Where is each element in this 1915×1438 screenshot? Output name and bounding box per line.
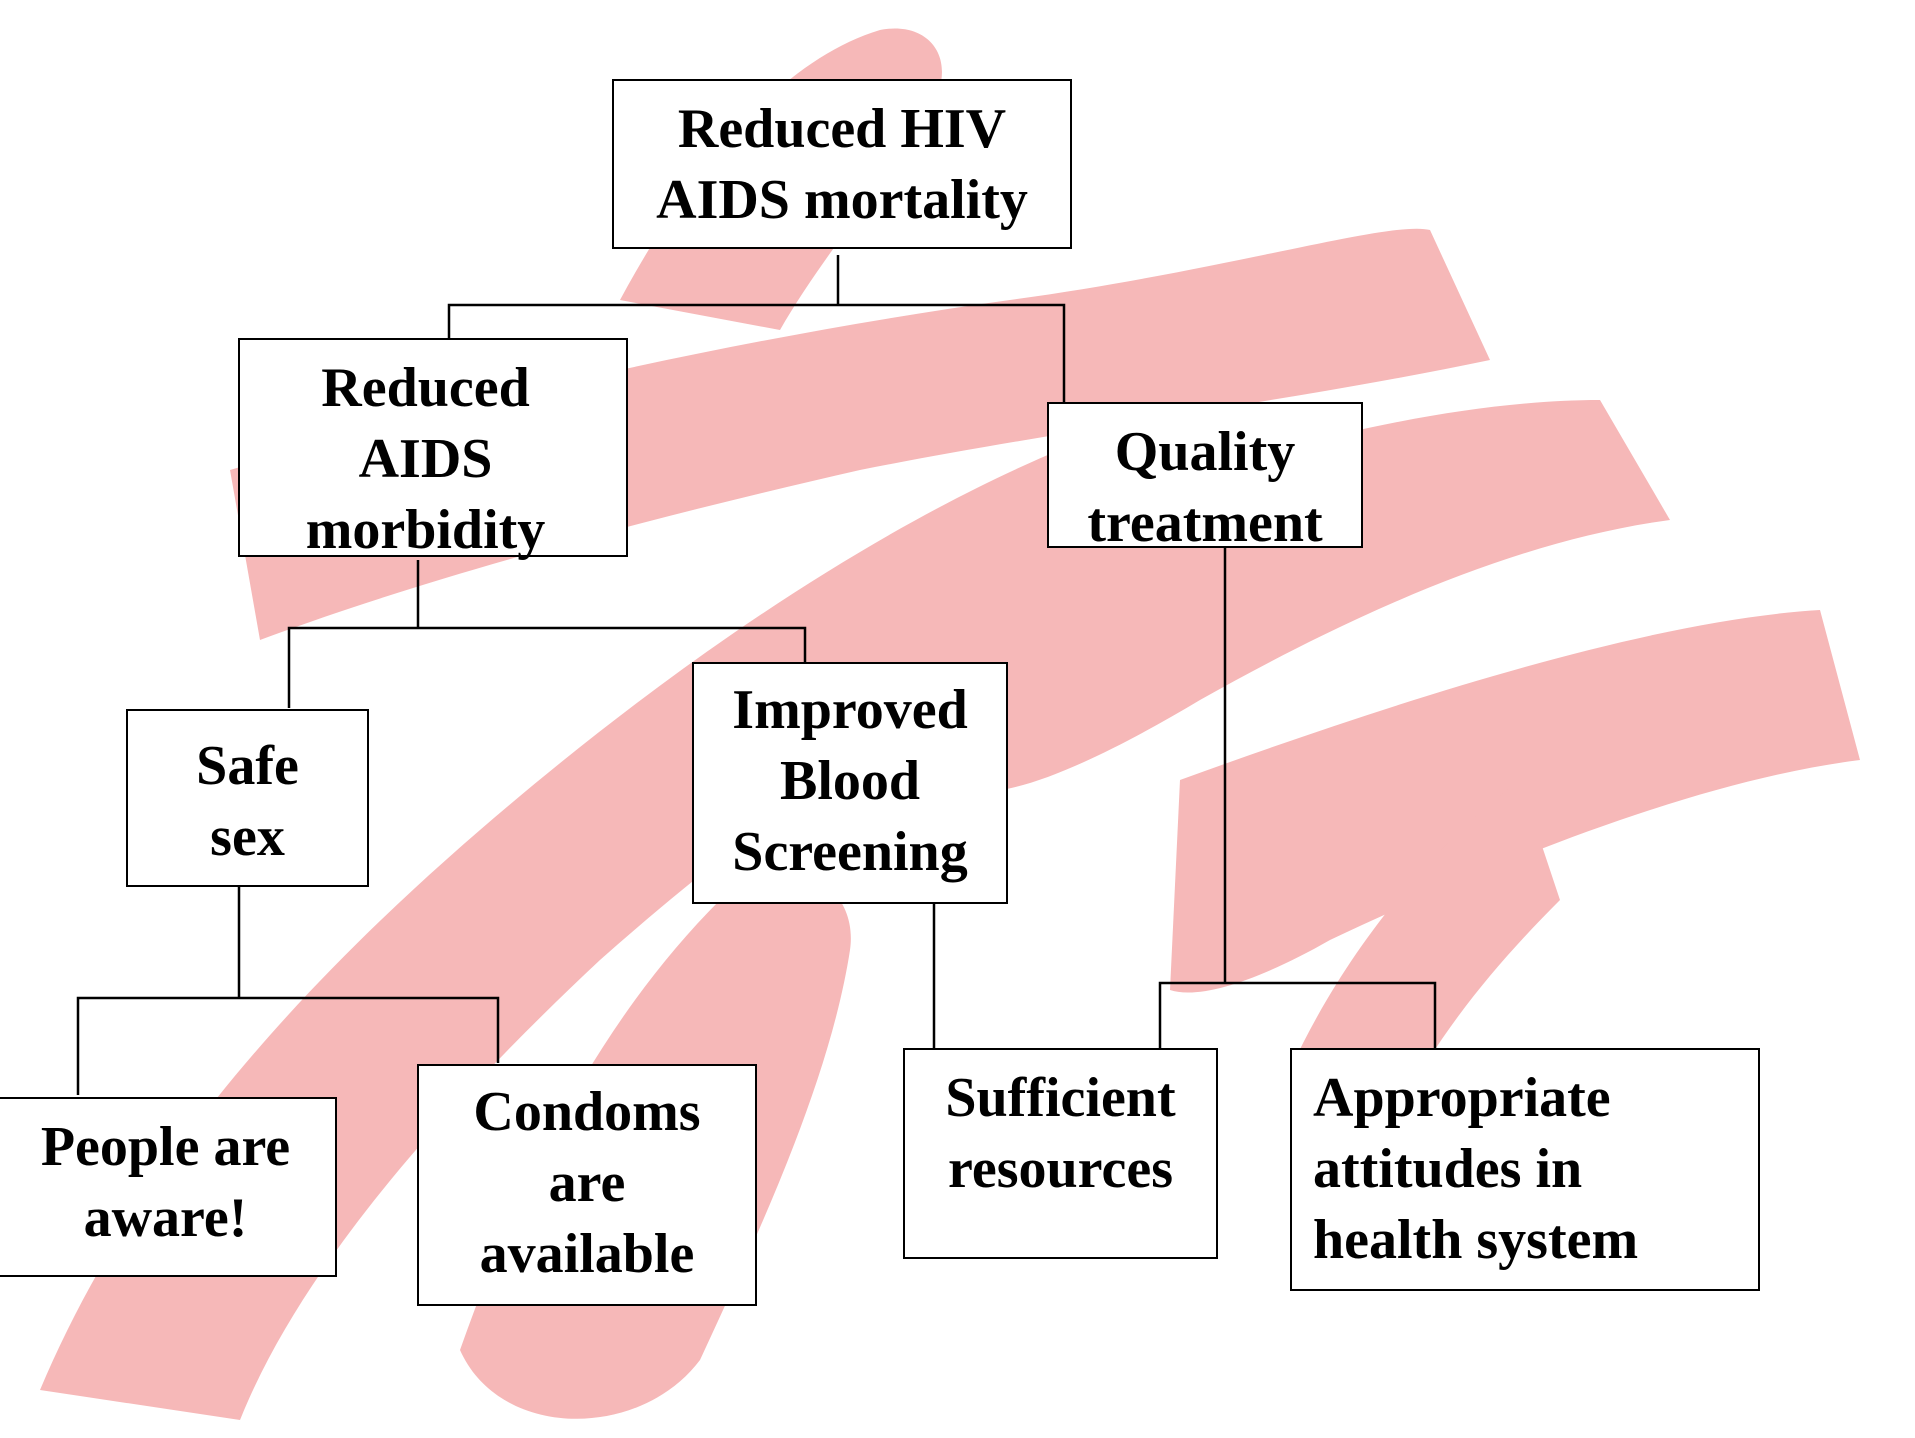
node-improved-blood-screening: Improved Blood Screening (692, 662, 1008, 904)
connector-morbidity-branches (287, 626, 807, 708)
node-sufficient-resources: Sufficient resources (903, 1048, 1218, 1259)
node-reduced-aids-morbidity: Reduced AIDS morbidity (238, 338, 628, 561)
connector-treatment-branches (1158, 981, 1437, 1048)
watermark-stripe-right (1290, 780, 1560, 1110)
node-safe-sex: Safe sex (126, 709, 369, 887)
node-quality-treatment: Quality treatment (1047, 402, 1363, 554)
node-people-are-aware: People are aware! (0, 1097, 337, 1277)
node-appropriate-attitudes: Appropriate attitudes in health system (1290, 1048, 1760, 1291)
node-condoms-are-available: Condoms are available (417, 1064, 757, 1306)
node-root-reduced-hiv-aids-mortality: Reduced HIV AIDS mortality (612, 79, 1072, 249)
connector-safe-sex-branches (76, 996, 500, 1095)
